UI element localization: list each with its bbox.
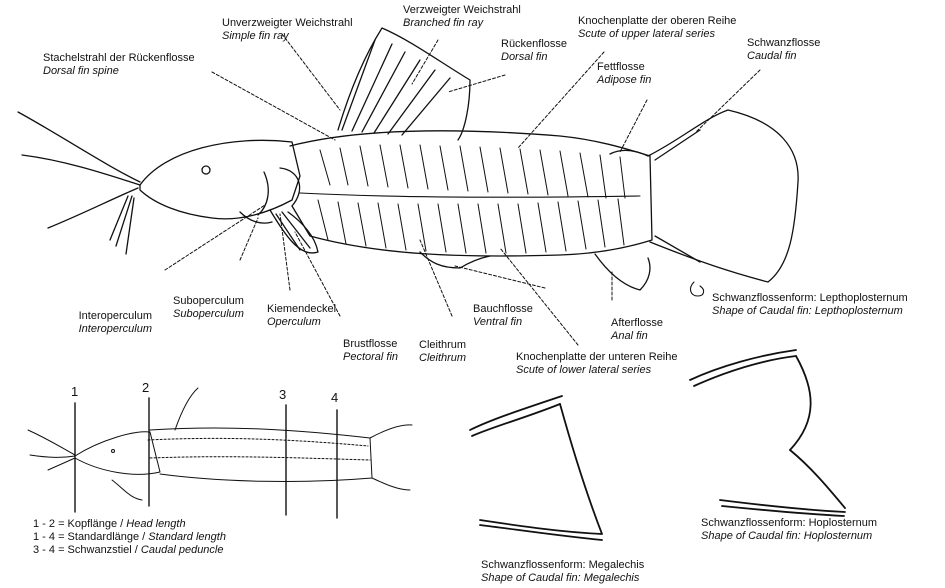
label-caudal-fin: Schwanzflosse Caudal fin [747,37,820,63]
label-form-megalechis: Schwanzflossenform: Megalechis Shape of … [481,559,644,585]
anal-fin [595,254,650,290]
measurement-legend: 1 - 2 = Kopflänge / Head length 1 - 4 = … [33,518,226,557]
caudal-shape-hoplosternum [690,350,845,516]
label-upper-scute: Knochenplatte der oberen Reihe Scute of … [578,15,736,41]
small-fish [28,388,412,500]
label-dorsal-fin-spine: Stachelstrahl der Rückenflosse Dorsal fi… [43,52,195,78]
label-dorsal-fin: Rückenflosse Dorsal fin [501,38,567,64]
label-ventral-fin: Bauchflosse Ventral fin [473,303,533,329]
measurement-standard-length: 1 - 4 = Standardlänge / Standard length [33,531,226,544]
label-branched-fin-ray: Verzweigter Weichstrahl Branched fin ray [403,4,521,30]
label-suboperculum: Suboperculum Suboperculum [173,295,244,321]
marker-3: 3 [279,387,286,402]
label-interoperculum: Interoperculum Interoperculum [60,310,152,336]
label-lower-scute: Knochenplatte der unteren Reihe Scute of… [516,351,677,377]
fish-eye [202,166,210,174]
label-operculum: Kiemendeckel Operculum [267,303,336,329]
marker-4: 4 [331,390,338,405]
marker-2: 2 [142,380,149,395]
caudal-fin [648,110,798,282]
caudal-shape-megalechis [470,396,602,540]
label-form-lepthoplosternum: Schwanzflossenform: Lepthoplosternum Sha… [712,292,908,318]
dorsal-fin [338,28,470,140]
label-pectoral-fin: Brustflosse Pectoral fin [343,338,398,364]
label-adipose-fin: Fettflosse Adipose fin [597,61,651,87]
leader-lines [165,34,760,345]
label-anal-fin: Afterflosse Anal fin [611,317,663,343]
measurement-head-length: 1 - 2 = Kopflänge / Head length [33,518,226,531]
marker-1: 1 [71,384,78,399]
measurement-caudal-peduncle: 3 - 4 = Schwanzstiel / Caudal peduncle [33,544,226,557]
label-cleithrum: Cleithrum Cleithrum [419,339,466,365]
label-simple-fin-ray: Unverzweigter Weichstrahl Simple fin ray [222,17,353,43]
label-form-hoplosternum: Schwanzflossenform: Hoplosternum Shape o… [701,517,877,543]
fish-head-outline [140,140,300,219]
